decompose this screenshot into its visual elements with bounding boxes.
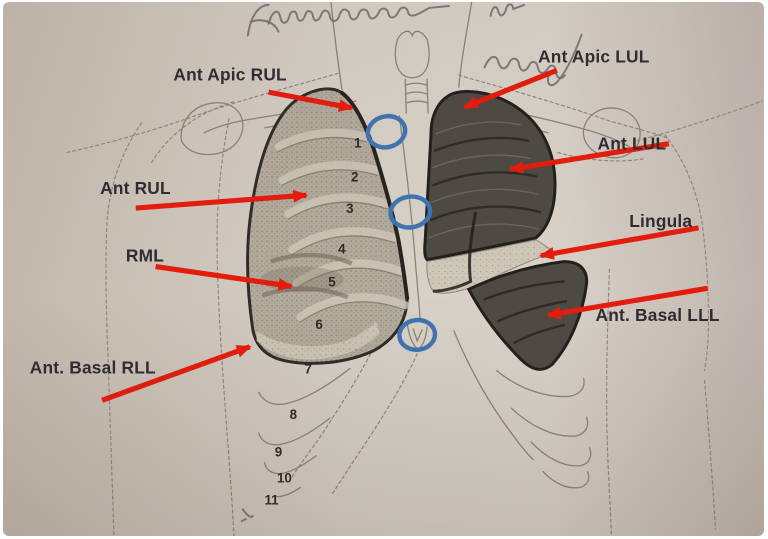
photo-shading-overlay	[3, 2, 764, 536]
worksheet-photo: 1 2 3 4 5 6 7 8 9 10 11 Ant Api	[3, 2, 764, 536]
lung-auscultation-diagram: 1 2 3 4 5 6 7 8 9 10 11 Ant Api	[3, 2, 764, 536]
